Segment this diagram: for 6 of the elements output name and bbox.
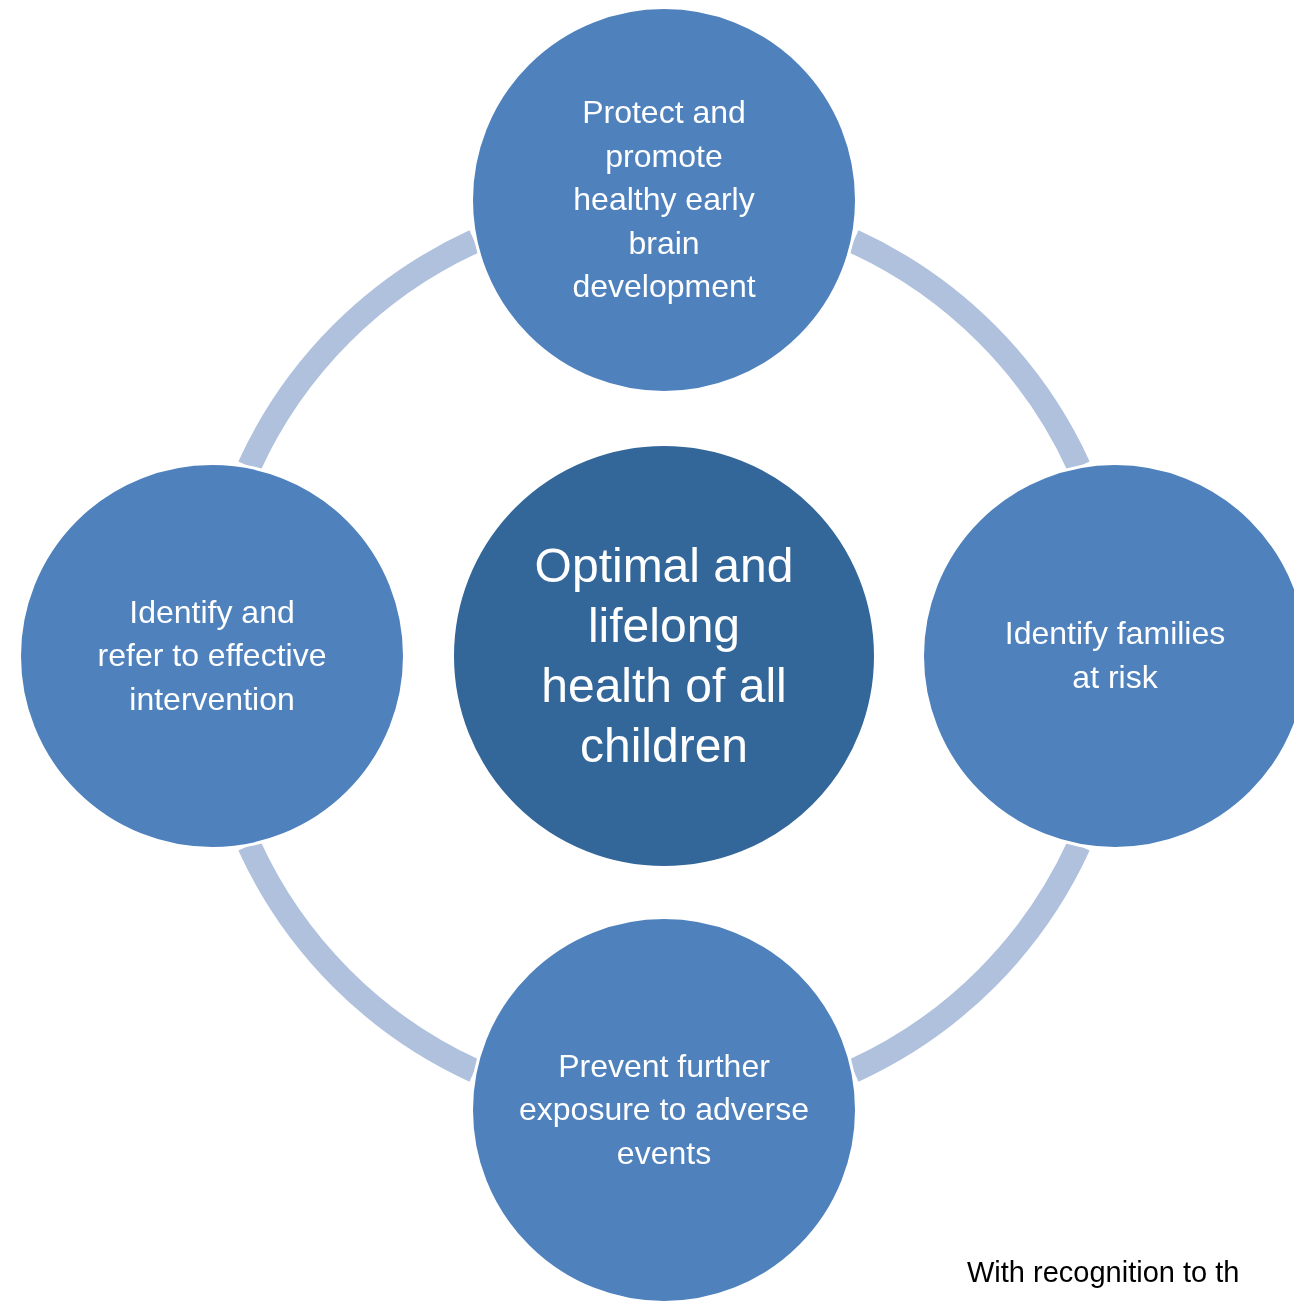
circle-label: Optimal and lifelong health of all children — [533, 538, 795, 774]
credit-note: With recognition to th — [967, 1256, 1240, 1289]
circle-label: Prevent further exposure to adverse events — [519, 1046, 809, 1173]
circle-label: Identify and refer to effective intervention — [97, 592, 327, 719]
circle-label: Protect and promote healthy early brain development — [571, 93, 757, 307]
circle-label: Identify families at risk — [1003, 614, 1227, 697]
